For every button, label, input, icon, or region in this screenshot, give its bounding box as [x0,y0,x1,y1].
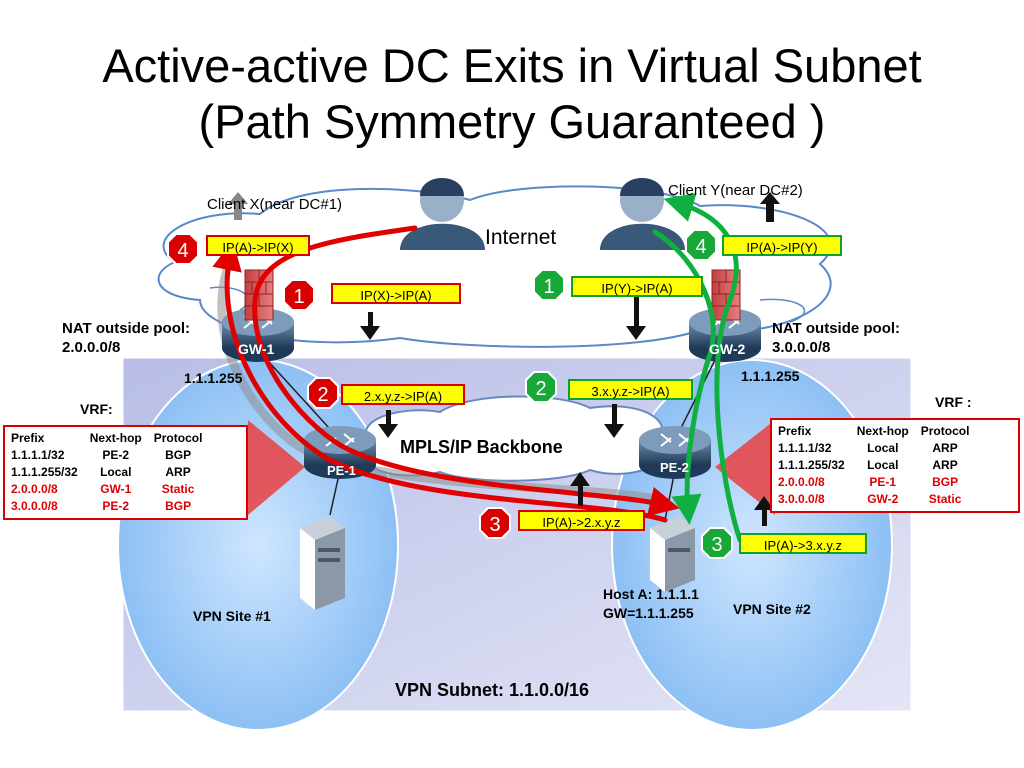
badge-right-3 [701,527,733,559]
badge-left-1-num: 1 [293,286,304,308]
firewall-left-icon [244,269,274,321]
step-right-1-box: IP(Y)->IP(A) [571,276,703,297]
step-right-3-box: IP(A)->3.x.y.z [739,533,867,554]
nat-left-label-2: 2.0.0.0/8 [62,339,121,356]
vpn-site-1-area [117,359,399,731]
title-line-2: (Path Symmetry Guaranteed ) [198,95,826,148]
client-y-user-icon [600,178,685,250]
step-badges [167,229,733,559]
internet-label: Internet [485,226,557,249]
step-left-2-box: 2.x.y.z->IP(A) [341,384,465,405]
badge-right-1 [533,269,565,301]
host-a-server-icon [650,516,695,592]
nat-right-label-2: 3.0.0.0/8 [772,339,831,356]
badge-right-4 [685,229,717,261]
slide-title: Active-active DC Exits in Virtual Subnet… [0,38,1024,150]
gw2-ip-label: 1.1.1.255 [741,368,800,384]
vpn-site-1-label: VPN Site #1 [193,608,271,624]
green-traffic-path [652,192,743,543]
host-a-label-1: Host A: 1.1.1.1 [603,586,699,602]
step-right-2-box: 3.x.y.z->IP(A) [568,379,693,400]
vpn-subnet-label: VPN Subnet: 1.1.0.0/16 [395,680,590,700]
server-site1-icon [300,516,345,610]
pe1-label: PE-1 [327,463,356,478]
badge-right-2-num: 2 [535,378,546,400]
badge-right-2 [525,371,557,403]
client-x-label: Client X(near DC#1) [207,196,343,213]
badge-right-1-num: 1 [543,276,554,298]
badge-right-4-num: 4 [695,236,706,258]
step-left-3-box: IP(A)->2.x.y.z [518,510,645,531]
badge-left-4-num: 4 [177,240,188,262]
badge-left-3 [479,507,511,539]
client-y-label: Client Y(near DC#2) [668,182,803,199]
nat-right-label-1: NAT outside pool: [772,320,901,337]
vrf-left-pointer [248,420,305,515]
title-line-1: Active-active DC Exits in Virtual Subnet [102,39,922,92]
vpn-site-2-label: VPN Site #2 [733,601,811,617]
vrf-left-label: VRF: [80,401,113,417]
step-left-1-box: IP(X)->IP(A) [331,283,461,304]
step-right-4-box: IP(A)->IP(Y) [722,235,842,256]
badge-right-3-num: 3 [711,534,722,556]
backbone-label: MPLS/IP Backbone [400,437,563,457]
step-left-4-box: IP(A)->IP(X) [206,235,310,256]
host-a-label-2: GW=1.1.1.255 [603,605,694,621]
nat-left-label-1: NAT outside pool: [62,320,191,337]
pe2-label: PE-2 [660,460,689,475]
pe2-router-icon [639,426,711,479]
gw2-label: GW-2 [709,341,746,357]
badge-left-2-num: 2 [317,384,328,406]
badge-left-4 [167,233,199,265]
badge-left-2 [307,377,339,409]
badge-left-3-num: 3 [489,514,500,536]
gw1-label: GW-1 [238,341,275,357]
gw1-ip-label: 1.1.1.255 [184,370,243,386]
vrf-right-pointer [715,420,775,515]
client-x-user-icon [400,178,485,250]
vrf-right-label: VRF : [935,394,972,410]
badge-left-1 [283,279,315,311]
